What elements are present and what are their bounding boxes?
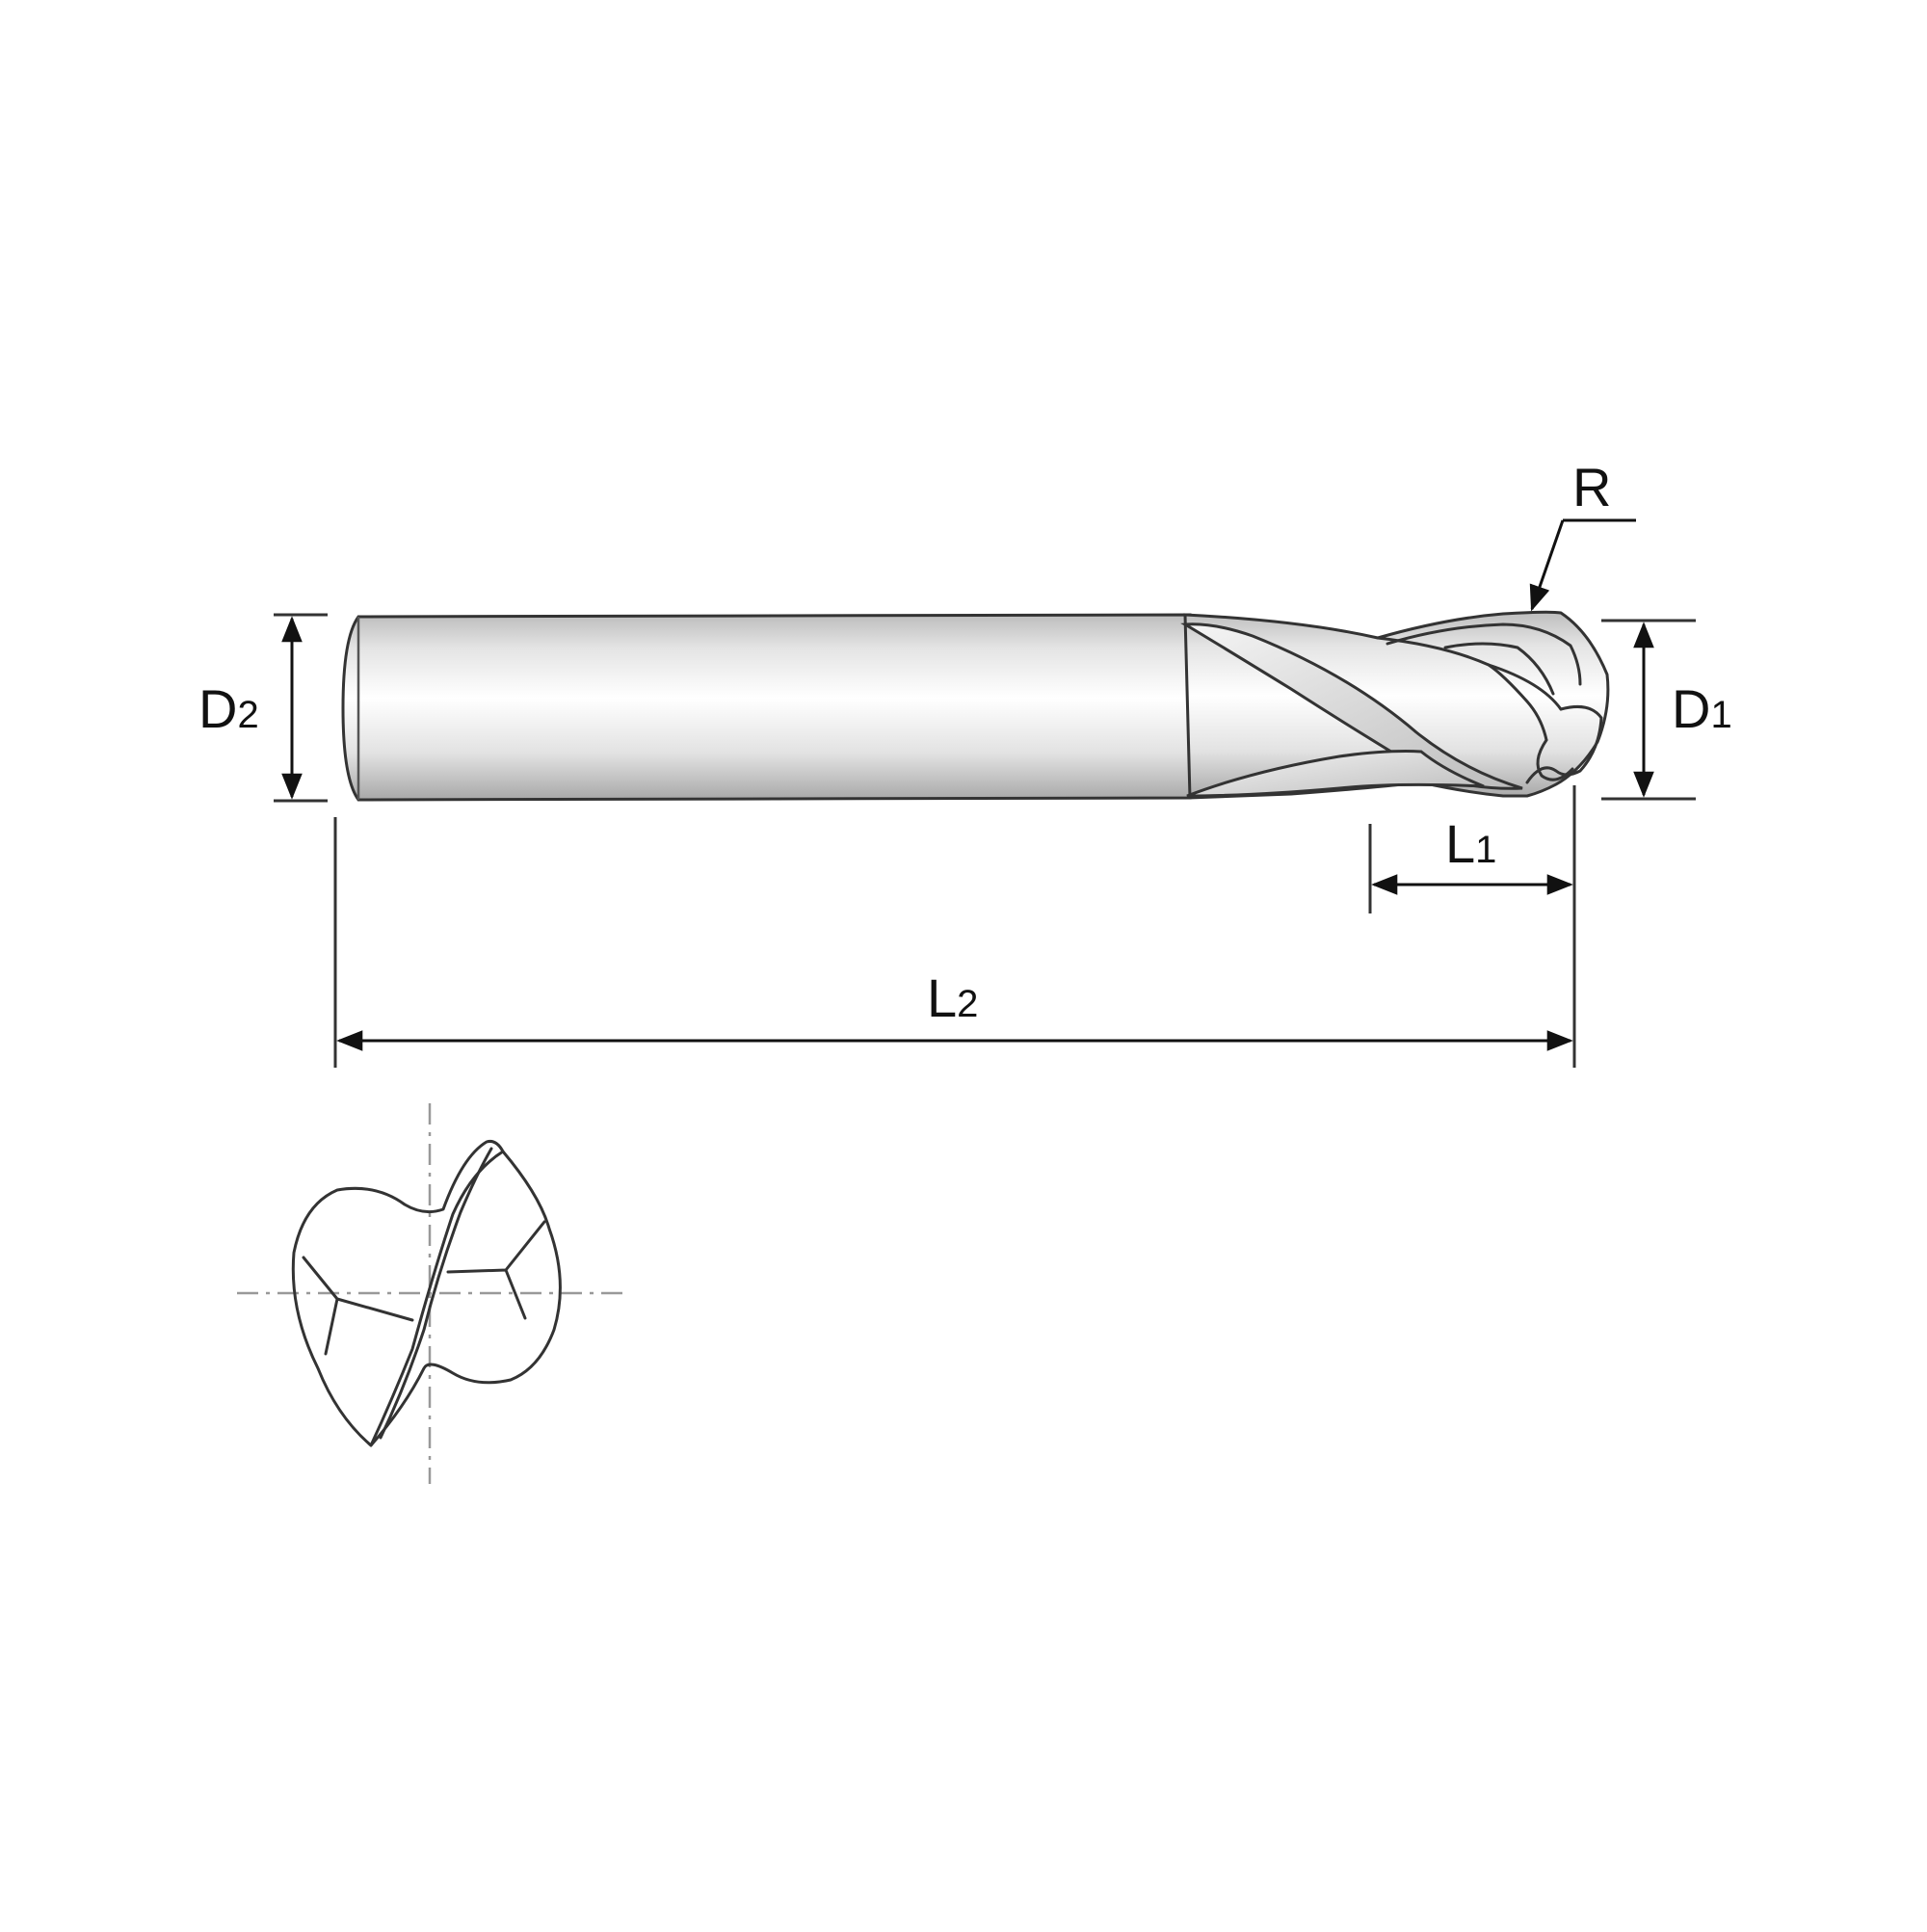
label-l2: L2 [927, 967, 978, 1028]
dimension-d2: D2 [198, 613, 328, 803]
shank [341, 613, 1192, 802]
end-view-cutting-edge [369, 1150, 505, 1447]
dimension-l2: L2 [333, 817, 1573, 1068]
ball-nose-tip-inner [1536, 738, 1574, 781]
label-l1: L1 [1445, 813, 1496, 874]
dimension-d1: D1 [1601, 619, 1732, 801]
end-view-cutting-edge-2 [379, 1147, 493, 1440]
ball-nose-gash-2 [1443, 642, 1555, 696]
ball-nose-tip [1525, 705, 1603, 784]
dimension-r: R [1529, 457, 1636, 612]
label-d2: D2 [198, 678, 259, 739]
tool-body [341, 610, 1610, 802]
label-d1: D1 [1672, 678, 1732, 739]
label-r: R [1572, 457, 1611, 517]
end-view-facet-right [446, 1220, 546, 1320]
flute-upper [1180, 622, 1523, 790]
end-view-cross-section [237, 1103, 626, 1484]
end-view-facet-left [302, 1256, 414, 1356]
end-view-outline [291, 1140, 562, 1447]
ball-nose-gash-1 [1386, 622, 1582, 686]
flute-lower [1186, 750, 1485, 798]
ball-nose-gash-3 [1487, 663, 1548, 742]
dimension-l1: L1 [1368, 785, 1576, 1068]
